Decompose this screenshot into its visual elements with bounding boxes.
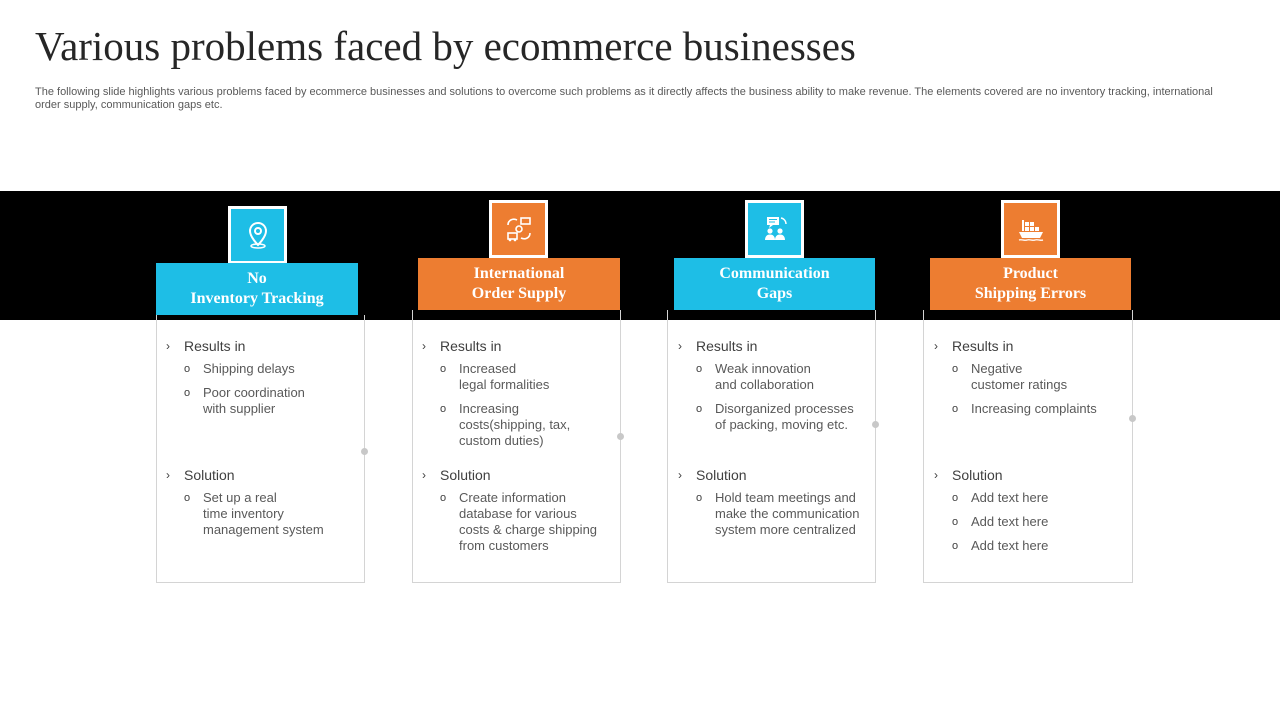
- card-icon-box-communication: [745, 200, 804, 258]
- card-label-line-2: Gaps: [756, 285, 793, 302]
- card-frame-shipping: [923, 310, 1136, 583]
- map-pin-icon: [248, 221, 267, 249]
- cargo-ship-icon: [1018, 220, 1043, 241]
- card-label-line-1: Product: [1003, 265, 1058, 282]
- results-heading: ›Results in: [678, 338, 758, 354]
- card-frame-inventory: [156, 315, 368, 583]
- card-icon-box-shipping: [1001, 200, 1060, 258]
- slide-title: Various problems faced by ecommerce busi…: [35, 23, 856, 69]
- solution-heading: ›Solution: [166, 467, 235, 483]
- card-label-shipping: Product Shipping Errors: [930, 258, 1131, 310]
- card-icon-box-international: [489, 200, 548, 258]
- card-frame-international: [412, 310, 624, 583]
- results-heading: ›Results in: [166, 338, 246, 354]
- results-heading: ›Results in: [422, 338, 502, 354]
- card-icon-box-inventory: [228, 206, 287, 264]
- card-frame-communication: [667, 310, 879, 583]
- solution-heading: ›Solution: [422, 467, 491, 483]
- solution-heading: ›Solution: [934, 467, 1003, 483]
- card-label-inventory: No Inventory Tracking: [156, 263, 358, 315]
- card-label-line-2: Order Supply: [471, 285, 567, 302]
- card-label-line-1: No: [247, 270, 267, 287]
- card-label-line-2: Shipping Errors: [974, 285, 1087, 302]
- card-label-line-2: Inventory Tracking: [190, 290, 324, 307]
- card-label-line-1: International: [473, 265, 565, 282]
- card-label-international: International Order Supply: [418, 258, 620, 310]
- team-chat-icon: [764, 217, 787, 240]
- global-delivery-icon: [506, 217, 531, 242]
- results-heading: ›Results in: [934, 338, 1014, 354]
- card-label-communication: Communication Gaps: [674, 258, 875, 310]
- card-label-line-1: Communication: [719, 265, 830, 282]
- slide-description: The following slide highlights various p…: [35, 86, 1213, 111]
- solution-heading: ›Solution: [678, 467, 747, 483]
